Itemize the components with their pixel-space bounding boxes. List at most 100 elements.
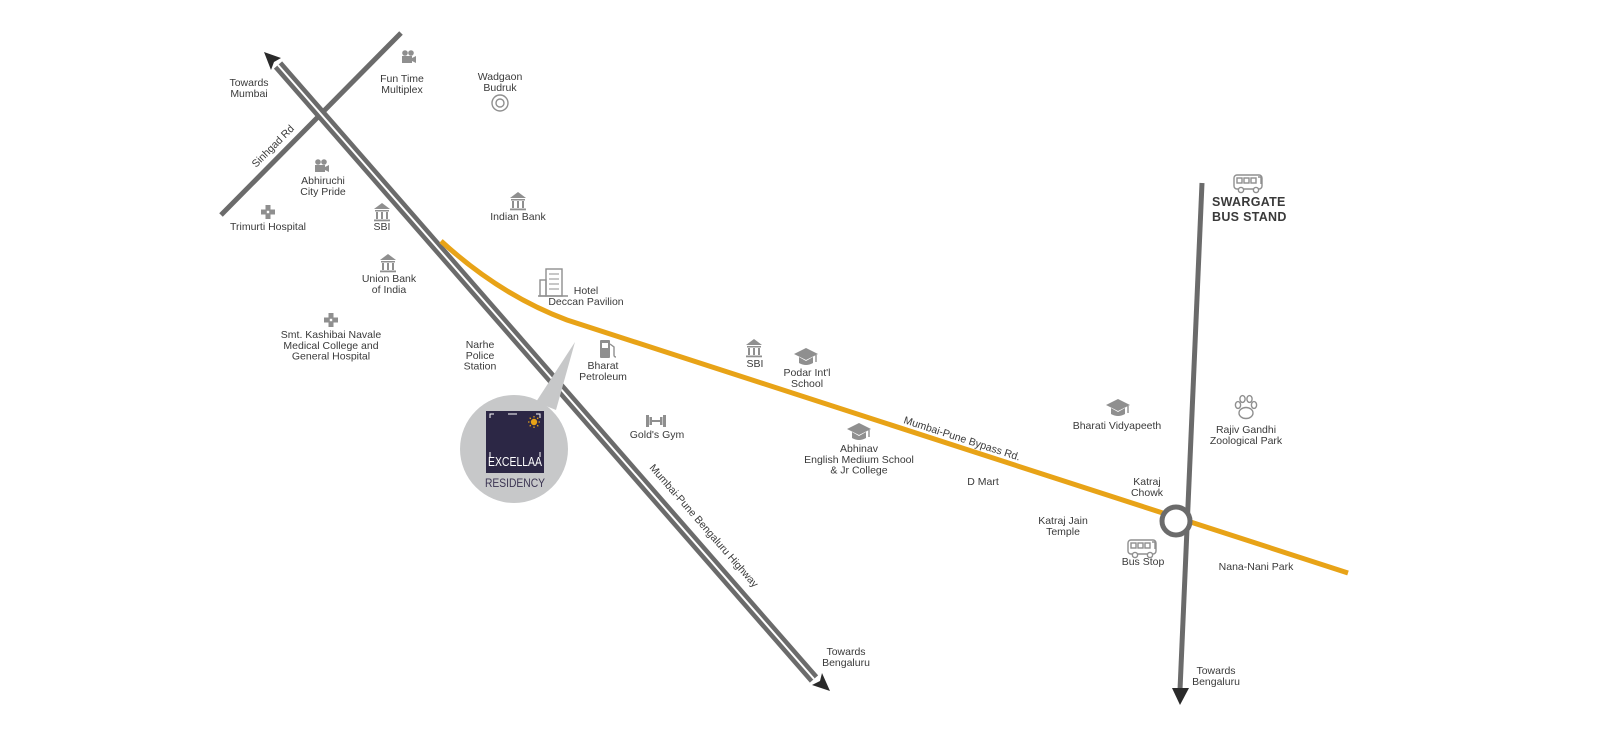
mumbai-pune-bypass-road [439, 239, 1349, 576]
label-indian-bank-line: Indian Bank [490, 211, 546, 223]
label-abhinav-school-line: Abhinav [840, 443, 879, 455]
label-kashibai-navale-hospital-line: General Hospital [292, 351, 370, 363]
hospital-cross-icon [261, 205, 275, 219]
towards-mumbai-arrow [264, 52, 281, 70]
label-trimurti-hospital: Trimurti Hospital [230, 221, 306, 233]
label-swargate-bus-stand-line: BUS STAND [1212, 210, 1287, 224]
label-bharati-vidyapeeth-line: Bharati Vidyapeeth [1073, 420, 1162, 432]
label-narhe-police-station-line: Narhe [466, 339, 495, 351]
label-abhiruchi-city-pride-line: City Pride [300, 186, 346, 198]
label-towards-bengaluru-2-line: Bengaluru [1192, 676, 1240, 688]
sun-icon [528, 416, 540, 428]
paw-icon [1234, 394, 1258, 420]
label-fun-time-multiplex-line: Fun Time [380, 73, 424, 85]
sinhgad-road [219, 31, 403, 217]
label-wadgaon-budruk-line: Budruk [483, 82, 517, 94]
label-union-bank-of-india-line: of India [372, 284, 407, 296]
graduation-cap-icon [793, 347, 819, 366]
bank-icon [380, 254, 396, 273]
label-towards-bengaluru-1-line: Towards [826, 646, 865, 658]
label-kashibai-navale-hospital-line: Medical College and [283, 340, 378, 352]
label-rajiv-gandhi-zoological-park-line: Rajiv Gandhi [1216, 424, 1276, 436]
label-towards-mumbai-line: Towards [229, 77, 268, 89]
label-golds-gym-line: Gold's Gym [630, 429, 685, 441]
label-podar-intl-school-line: School [791, 378, 823, 390]
bank-icon [374, 203, 390, 222]
label-kashibai-navale-hospital-line: Smt. Kashibai Navale [281, 329, 382, 341]
label-abhinav-school-line: English Medium School [804, 454, 914, 466]
bank-icon [746, 339, 762, 358]
logo-text-residency: RESIDENCY [485, 476, 545, 490]
cinema-camera-icon [402, 50, 416, 63]
label-narhe-police-station-line: Police [466, 350, 495, 362]
label-sbi-2: SBI [747, 358, 764, 370]
bus-icon [1233, 174, 1263, 194]
label-trimurti-hospital-line: Trimurti Hospital [230, 221, 306, 233]
label-katraj-chowk-line: Katraj [1133, 476, 1160, 488]
katraj-chowk-roundabout [1159, 504, 1193, 538]
label-towards-mumbai-line: Mumbai [230, 88, 267, 100]
label-bharat-petroleum-line: Bharat [588, 360, 619, 372]
label-nana-nani-park: Nana-Nani Park [1219, 561, 1294, 573]
bus-icon [1127, 539, 1157, 559]
label-abhinav-school-line: & Jr College [830, 465, 887, 477]
label-golds-gym: Gold's Gym [630, 429, 685, 441]
label-bharat-petroleum-line: Petroleum [579, 371, 627, 383]
label-abhiruchi-city-pride-line: Abhiruchi [301, 175, 345, 187]
label-sbi-2-line: SBI [747, 358, 764, 370]
label-towards-bengaluru-1-line: Bengaluru [822, 657, 870, 669]
excellaa-residency-marker: EXCELLAA RESIDENCY [460, 342, 575, 503]
cinema-camera-icon [315, 159, 329, 172]
logo-text-excellaa: EXCELLAA [488, 455, 543, 469]
bank-icon [510, 192, 526, 211]
label-d-mart: D Mart [967, 476, 999, 488]
swargate-road [1177, 182, 1205, 691]
label-katraj-jain-temple-line: Katraj Jain [1038, 515, 1088, 527]
label-fun-time-multiplex-line: Multiplex [381, 84, 423, 96]
label-wadgaon-budruk-line: Wadgaon [478, 71, 523, 83]
label-d-mart-line: D Mart [967, 476, 999, 488]
road-label-highway: Mumbai-Pune Bengaluru Highway [647, 462, 761, 591]
label-bus-stop-line: Bus Stop [1122, 556, 1165, 568]
label-katraj-jain-temple-line: Temple [1046, 526, 1080, 538]
label-nana-nani-park-line: Nana-Nani Park [1219, 561, 1294, 573]
label-bus-stop: Bus Stop [1122, 556, 1165, 568]
label-hotel-deccan-pavilion-line: Deccan Pavilion [548, 296, 623, 308]
graduation-cap-icon [1105, 398, 1131, 417]
graduation-cap-icon [846, 422, 872, 441]
label-sbi-line: SBI [374, 221, 391, 233]
towards-bengaluru-arrow-1 [812, 673, 830, 691]
label-rajiv-gandhi-zoological-park-line: Zoological Park [1210, 435, 1283, 447]
fuel-pump-icon [600, 340, 617, 358]
hotel-building-icon [538, 268, 568, 297]
towards-bengaluru-arrow-2 [1172, 688, 1189, 705]
metro-station-icon [491, 94, 509, 112]
dumbbell-icon [646, 415, 666, 427]
label-swargate-bus-stand-line: SWARGATE [1212, 195, 1286, 209]
hospital-cross-icon [324, 313, 338, 327]
label-hotel-deccan-pavilion-line: Hotel [574, 285, 599, 297]
label-sbi: SBI [374, 221, 391, 233]
label-bharati-vidyapeeth: Bharati Vidyapeeth [1073, 420, 1162, 432]
label-podar-intl-school-line: Podar Int'l [784, 367, 831, 379]
label-katraj-chowk-line: Chowk [1131, 487, 1164, 499]
label-union-bank-of-india-line: Union Bank [362, 273, 417, 285]
label-towards-bengaluru-2-line: Towards [1196, 665, 1235, 677]
mumbai-pune-bengaluru-highway [273, 61, 819, 683]
label-narhe-police-station-line: Station [464, 361, 497, 373]
